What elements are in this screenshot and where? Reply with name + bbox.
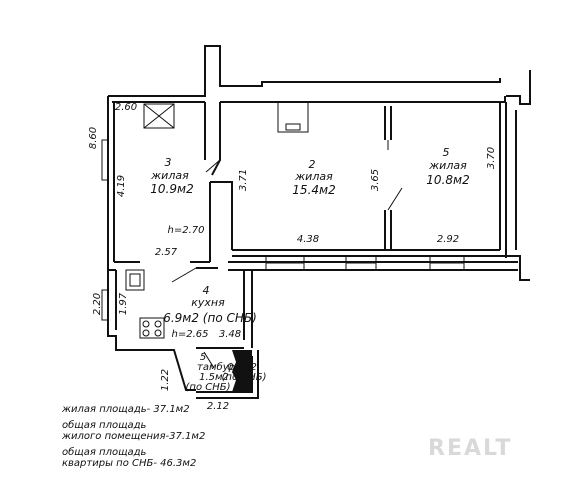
vent-shaft-icon xyxy=(143,103,175,129)
snb-area-note-line2: квартиры по СНБ- 46.3м2 xyxy=(62,458,197,469)
room-5-area: 10.8м2 xyxy=(426,173,469,187)
windows xyxy=(101,139,465,321)
tambur-note: (по СНБ) xyxy=(186,382,231,393)
dim-1-22: 1.22 xyxy=(160,369,171,391)
total-area-note-line2: жилого помещения-37.1м2 xyxy=(62,431,206,442)
dim-8-60: 8.60 xyxy=(88,127,99,149)
room-2-number: 2 xyxy=(309,158,316,171)
closet-label: 6 0.8м2 (по СНБ) xyxy=(222,352,267,383)
room-5-number: 5 xyxy=(443,146,450,159)
room-4-area: 6.9м2 (по СНБ) xyxy=(163,311,257,325)
area-notes: жилая площадь- 37.1м2 общая площадь жило… xyxy=(62,404,362,469)
living-area-note: жилая площадь- 37.1м2 xyxy=(62,404,190,415)
dim-3-70: 3.70 xyxy=(486,147,497,169)
closet-hatch xyxy=(232,350,252,392)
tambur-name: тамбур xyxy=(197,361,235,373)
room-2-area: 15.4м2 xyxy=(292,183,335,197)
tambur-number: 5 xyxy=(200,352,206,363)
room-2-name: жилая xyxy=(294,170,333,183)
vent-block-icon xyxy=(277,101,309,133)
room-2-label: 2 жилая 15.4м2 xyxy=(292,158,335,197)
dimensions: 2.60 8.60 4.19 h=2.70 2.57 3.71 3.65 3.7… xyxy=(88,102,497,412)
dim-2-57: 2.57 xyxy=(155,247,178,258)
room-3-name: жилая xyxy=(150,169,189,182)
room-5-label: 5 жилая 10.8м2 xyxy=(426,146,469,187)
dim-4-38: 4.38 xyxy=(297,234,319,245)
total-area-note-line1: общая площадь xyxy=(62,420,147,431)
watermark-logo: REALT xyxy=(428,436,513,461)
dim-2-12: 2.12 xyxy=(207,401,229,412)
dim-2-60: 2.60 xyxy=(115,102,137,113)
doors xyxy=(171,140,403,369)
closet-note: (по СНБ) xyxy=(222,372,267,383)
dim-h-2-70: h=2.70 xyxy=(168,225,205,236)
dim-2-20: 2.20 xyxy=(92,293,103,315)
room-3-number: 3 xyxy=(165,156,172,169)
kitchen-fixtures xyxy=(125,269,165,339)
dim-1-97: 1.97 xyxy=(118,292,129,315)
dim-4-19: 4.19 xyxy=(116,175,127,197)
dim-h-2-65: h=2.65 xyxy=(172,329,209,340)
room-4-name: кухня xyxy=(191,296,225,309)
snb-area-note-line1: общая площадь xyxy=(62,447,147,458)
dim-3-65: 3.65 xyxy=(370,169,381,191)
dim-2-92: 2.92 xyxy=(437,234,459,245)
room-3-label: 3 жилая 10.9м2 xyxy=(150,156,193,196)
dim-3-71: 3.71 xyxy=(238,169,249,191)
closet-number: 6 xyxy=(239,352,245,363)
tambur-label: 5 тамбур 1.5м2 (по СНБ) xyxy=(186,352,235,393)
room-4-number: 4 xyxy=(203,284,210,297)
closet-area: 0.8м2 xyxy=(227,362,257,373)
dim-3-48: 3.48 xyxy=(219,329,241,340)
walls xyxy=(107,45,531,399)
room-4-label: 4 кухня 6.9м2 (по СНБ) xyxy=(163,284,257,325)
tambur-area: 1.5м2 xyxy=(199,372,229,383)
room-5-name: жилая xyxy=(428,159,467,172)
room-3-area: 10.9м2 xyxy=(150,182,193,196)
